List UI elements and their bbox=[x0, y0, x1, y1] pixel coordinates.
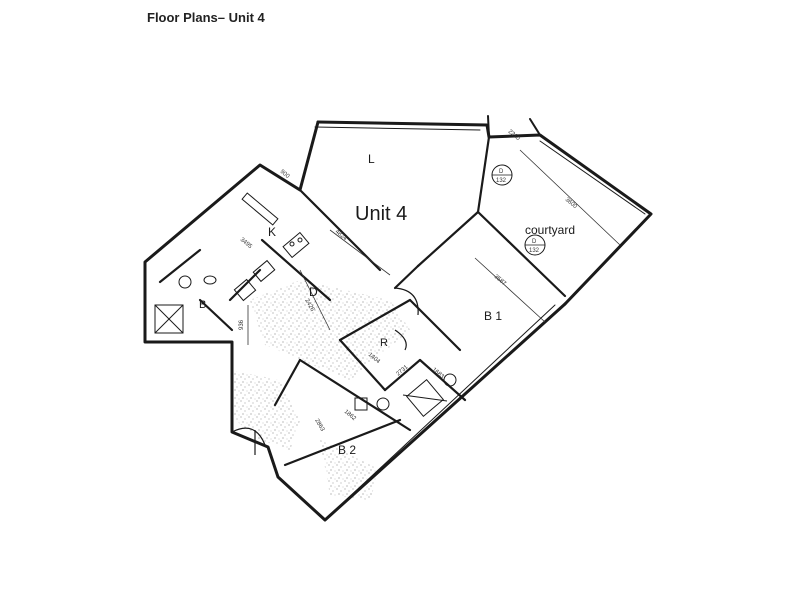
dim-900: 900 bbox=[279, 169, 291, 180]
bath-fixtures bbox=[154, 275, 217, 334]
room-living-label: L bbox=[368, 152, 375, 166]
door-swings bbox=[231, 287, 419, 455]
room-robe-label: R bbox=[380, 337, 388, 349]
marker-court-sub: 132 bbox=[529, 248, 540, 254]
marker-court-letter: D bbox=[532, 239, 537, 245]
dim-1683: 1683 bbox=[431, 367, 446, 381]
room-bedroom1-label: B 1 bbox=[484, 309, 502, 323]
dim-936: 936 bbox=[239, 319, 245, 330]
dim-3495: 3495 bbox=[239, 237, 254, 251]
page-title: Floor Plans– Unit 4 bbox=[147, 10, 265, 25]
marker-top-sub: 132 bbox=[496, 178, 507, 184]
dim-4824: 4824 bbox=[334, 229, 349, 243]
ensuite-fixtures bbox=[354, 373, 457, 418]
section-marker-top: D 132 bbox=[491, 164, 513, 186]
courtyard-label: courtyard bbox=[525, 223, 575, 237]
room-dining-label: D bbox=[309, 285, 318, 299]
kitchen-fixtures bbox=[233, 192, 310, 302]
dim-3600: 3600 bbox=[564, 197, 579, 211]
marker-top-letter: D bbox=[499, 169, 504, 175]
dim-2863: 2863 bbox=[313, 418, 325, 433]
room-kitchen-label: K bbox=[268, 225, 276, 239]
section-marker-courtyard: D 132 bbox=[524, 234, 546, 256]
room-bath-label: B bbox=[199, 299, 206, 311]
dim-1862: 1862 bbox=[343, 409, 358, 423]
room-bedroom2-label: B 2 bbox=[338, 443, 356, 457]
dimension-lines bbox=[247, 149, 621, 345]
unit-label: Unit 4 bbox=[355, 203, 407, 225]
exterior-walls bbox=[143, 115, 653, 522]
